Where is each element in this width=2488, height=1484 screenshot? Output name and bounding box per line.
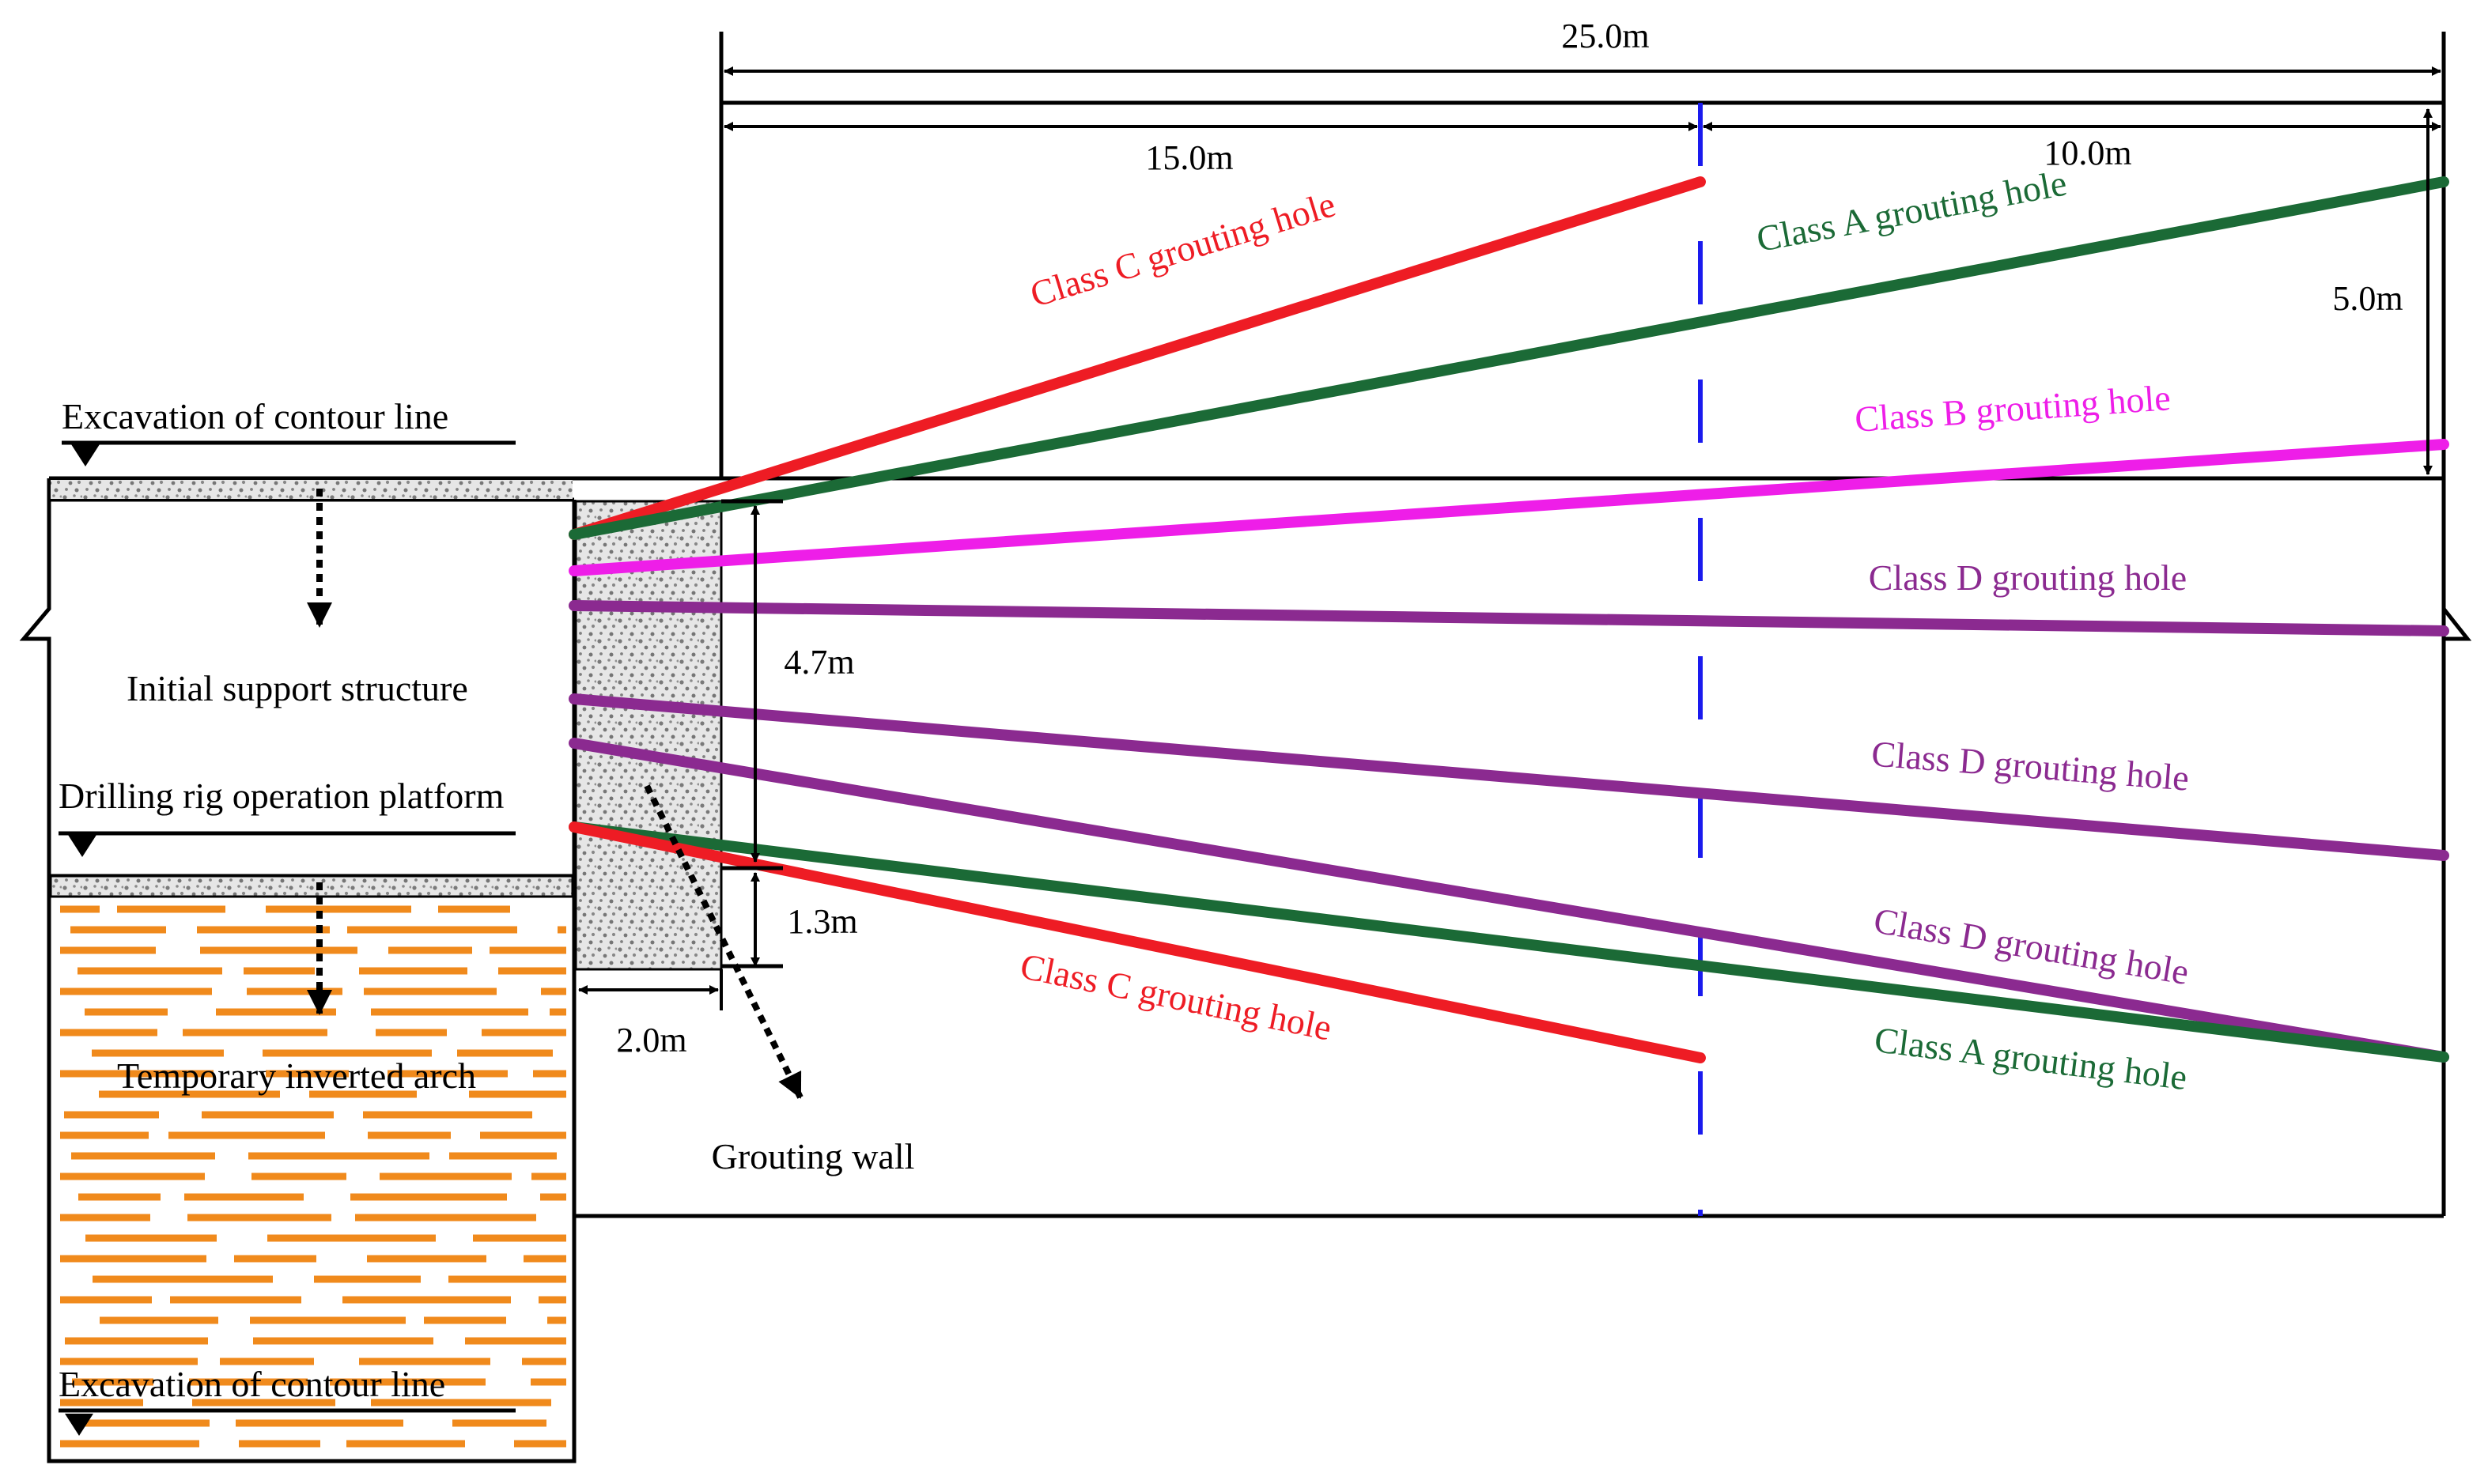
dimension-ticks <box>721 499 783 969</box>
drilling-platform-marker-icon <box>68 835 96 857</box>
grouting-wall-arrow <box>644 784 803 1099</box>
dim-10m-label: 10.0m <box>2044 134 2131 172</box>
pointer-arrows <box>307 489 803 1099</box>
drilling-platform-label: Drilling rig operation platform <box>59 776 505 816</box>
shotcrete-band-top <box>51 480 573 499</box>
label-class-d-3: Class D grouting hole <box>1871 900 2191 992</box>
dimension-lines <box>578 66 2441 995</box>
label-class-c-lower: Class C grouting hole <box>1017 946 1335 1048</box>
dim-15m-label: 15.0m <box>1145 138 1233 177</box>
label-class-c-upper: Class C grouting hole <box>1026 183 1340 315</box>
bottom-contour-marker-icon <box>65 1414 93 1436</box>
hole-class-b <box>569 439 2449 576</box>
inverted-arch-label: Temporary inverted arch <box>117 1055 476 1096</box>
grouting-wall-label: Grouting wall <box>712 1136 915 1176</box>
dim-4-7m-label: 4.7m <box>784 643 854 682</box>
top-contour-label: Excavation of contour line <box>62 396 448 436</box>
hole-class-d-1 <box>569 600 2449 636</box>
grouting-holes <box>569 176 2449 1063</box>
top-contour-marker-icon <box>71 444 100 466</box>
hole-class-c-upper <box>569 176 1706 540</box>
label-class-d-2: Class D grouting hole <box>1870 733 2191 798</box>
dim-2-0m-label: 2.0m <box>616 1021 686 1059</box>
dim-25m-label: 25.0m <box>1561 17 1649 55</box>
rock-strata <box>60 905 566 1448</box>
initial-support-label: Initial support structure <box>127 668 468 708</box>
label-class-a-upper: Class A grouting hole <box>1753 162 2070 259</box>
hole-class-c-lower <box>569 821 1706 1063</box>
bottom-contour-label: Excavation of contour line <box>59 1364 445 1404</box>
dimension-texts: 25.0m 15.0m 10.0m 5.0m 4.7m 1.3m 2.0m <box>616 17 2403 1059</box>
hole-class-a-upper <box>569 176 2449 540</box>
structure-labels: Excavation of contour line Initial suppo… <box>59 396 914 1436</box>
dim-1-3m-label: 1.3m <box>787 902 857 941</box>
hole-class-d-3 <box>569 738 2449 1063</box>
dim-5m-label: 5.0m <box>2332 279 2403 318</box>
hole-class-d-2 <box>569 693 2449 861</box>
label-class-a-lower: Class A grouting hole <box>1873 1019 2190 1097</box>
shotcrete-band-platform <box>49 874 574 898</box>
label-class-d-1: Class D grouting hole <box>1869 557 2187 598</box>
label-class-b: Class B grouting hole <box>1854 377 2172 440</box>
hole-class-a-lower <box>569 821 2449 1063</box>
structure-outlines <box>19 32 2472 1463</box>
